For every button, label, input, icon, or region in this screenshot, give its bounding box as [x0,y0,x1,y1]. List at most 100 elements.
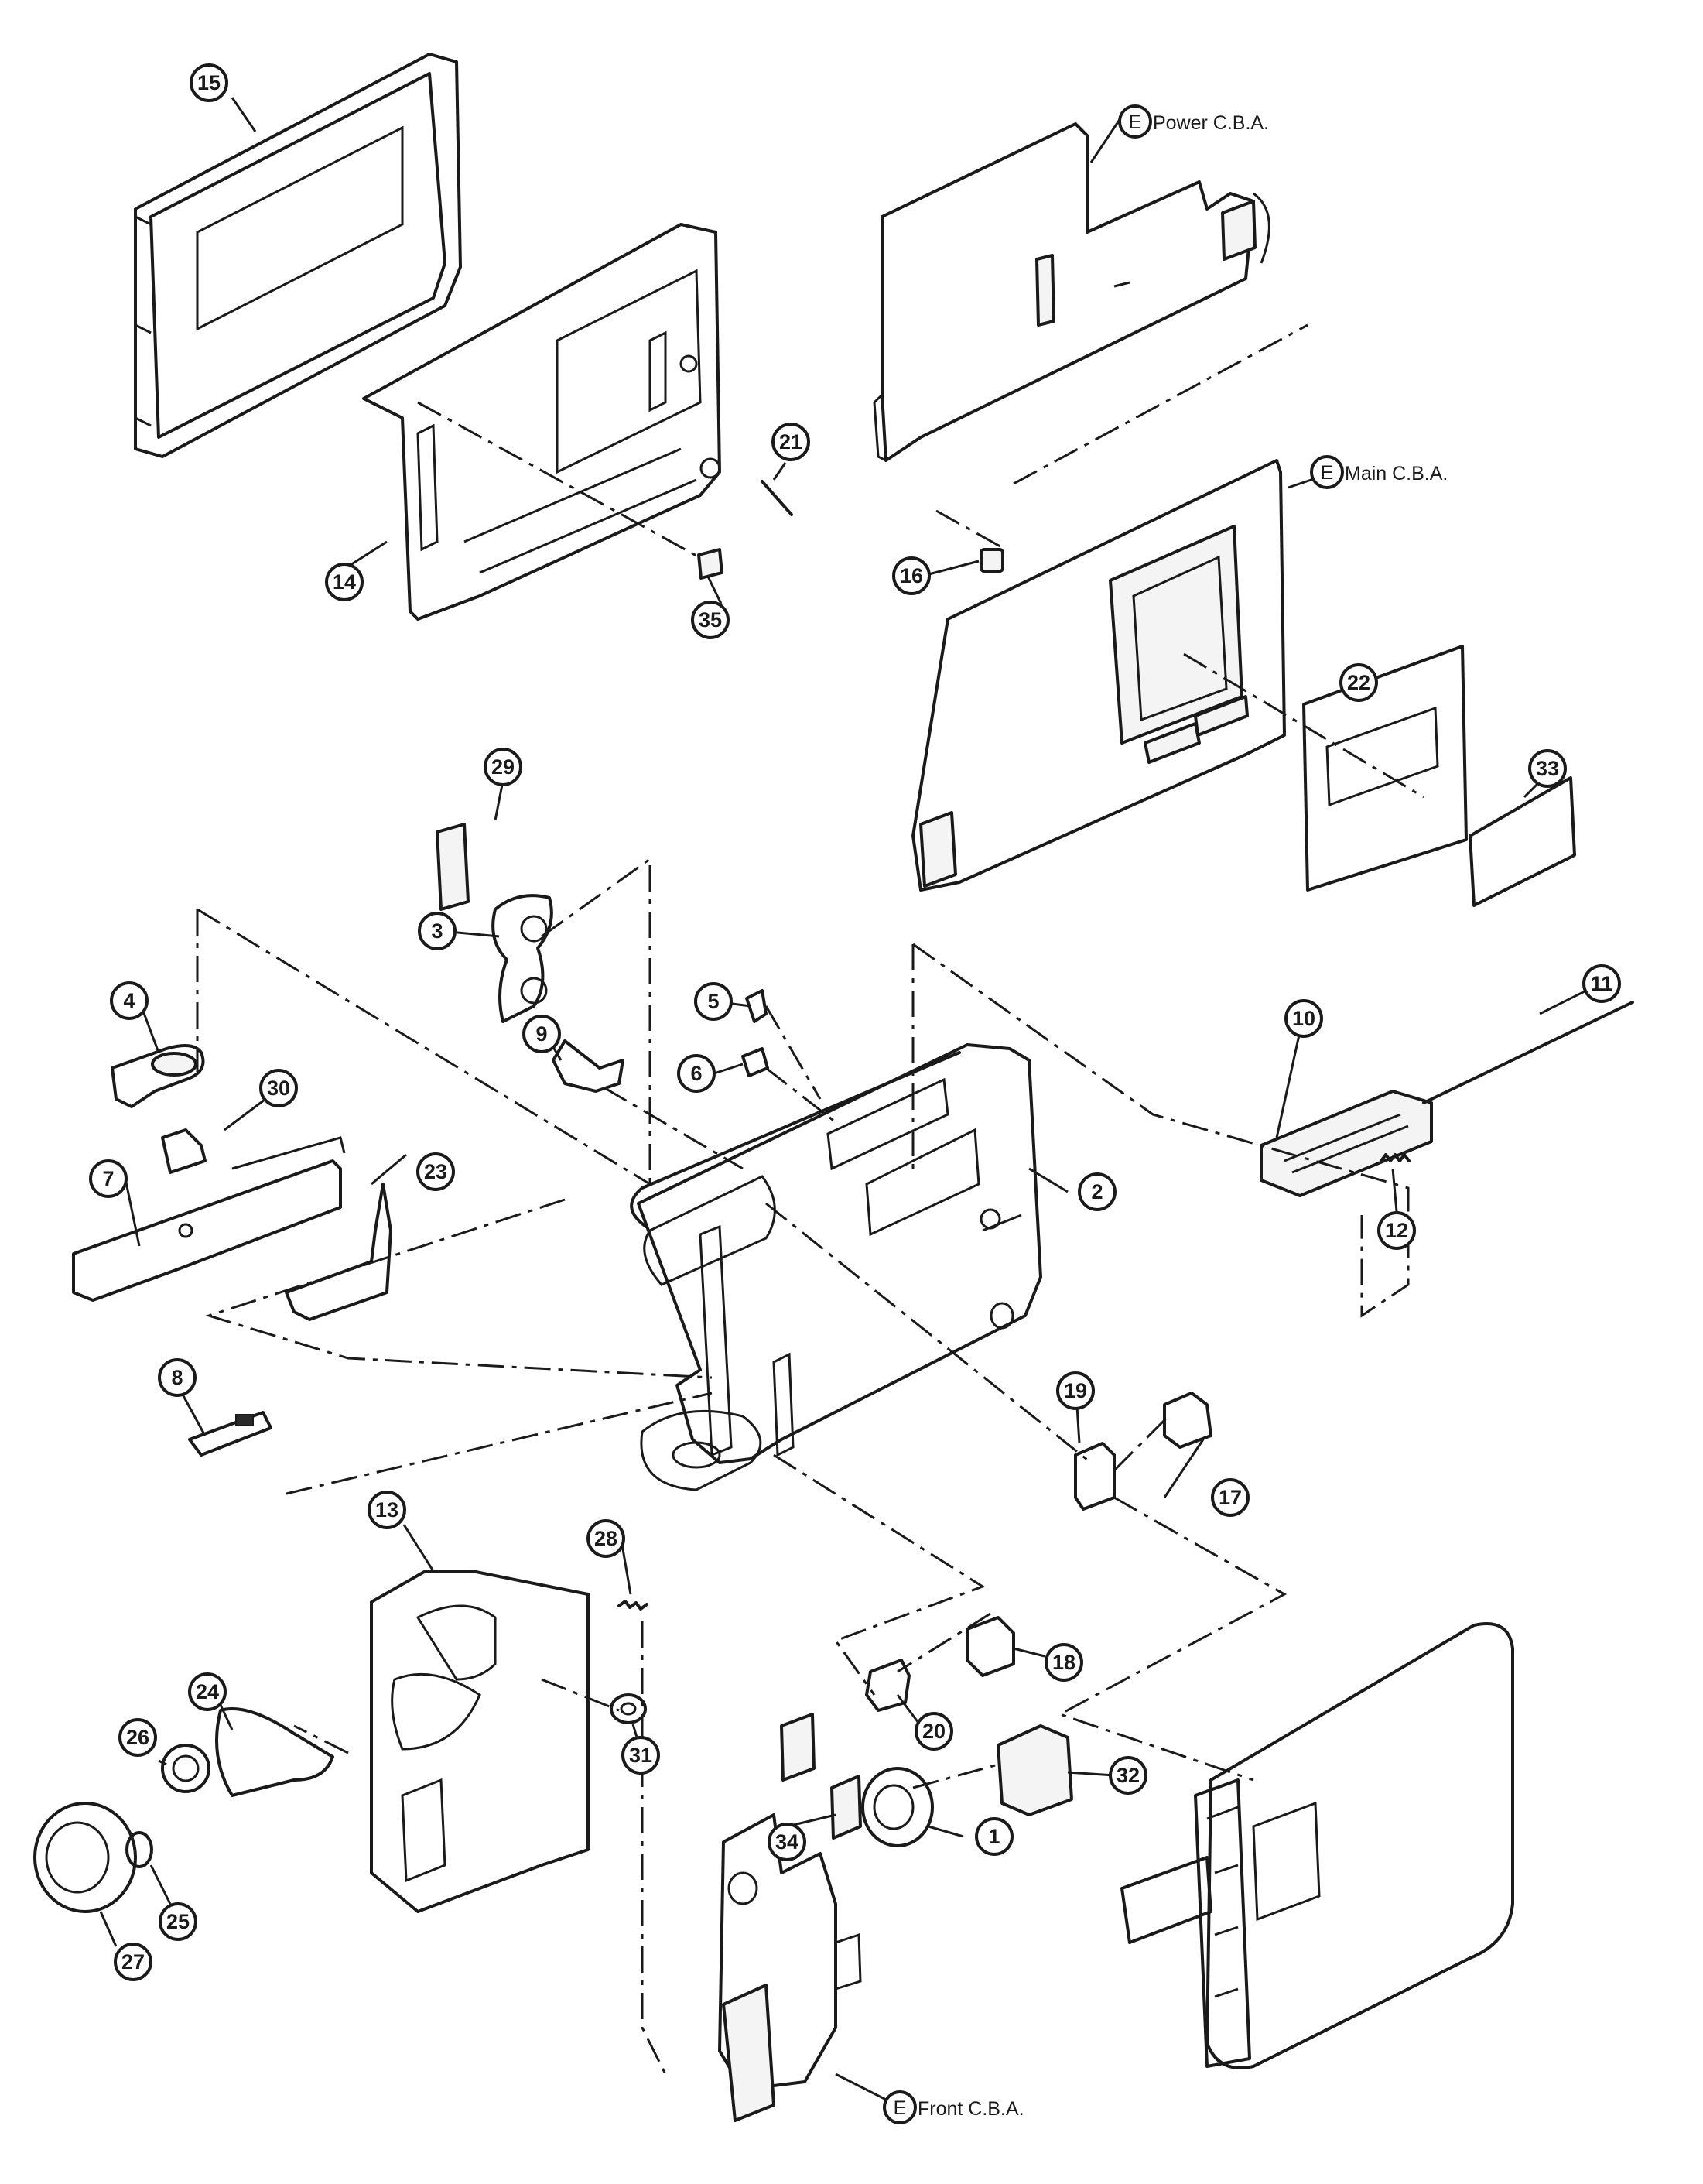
callout-10-label: 10 [1292,1007,1315,1030]
part-rear-housing [1120,1622,1514,2069]
front-board-label: E Front C.B.A. [883,2090,1024,2124]
leader-lines [99,97,1587,2101]
main-board-label: E Main C.B.A. [1310,455,1448,489]
callout-9: 9 [522,1015,561,1053]
callout-9-label: 9 [535,1022,547,1046]
callout-34-label: 34 [775,1830,798,1854]
callout-31: 31 [621,1736,660,1775]
part-ring [125,1831,153,1868]
callout-7: 7 [89,1159,128,1198]
part-rod [1422,1001,1634,1104]
callout-4: 4 [110,981,149,1020]
part-cover [1260,1090,1433,1197]
callout-27-label: 27 [121,1950,145,1973]
callout-22-label: 22 [1347,671,1370,694]
callout-12: 12 [1377,1211,1416,1250]
callout-23: 23 [416,1152,455,1191]
callout-33-label: 33 [1536,757,1559,780]
callout-30: 30 [259,1069,298,1107]
part-lcd-frame [134,53,462,458]
part-clip-6 [741,1047,769,1077]
part-grip-cover [370,1570,590,1913]
callout-30-label: 30 [267,1077,290,1100]
part-pad [697,548,723,580]
callout-15: 15 [190,63,228,102]
callout-22: 22 [1339,663,1378,702]
part-holder-18 [966,1616,1015,1677]
front-board-name: Front C.B.A. [918,2098,1024,2120]
callout-5-label: 5 [707,990,719,1013]
callout-33: 33 [1528,749,1567,788]
part-cone [215,1707,334,1797]
callout-6-label: 6 [690,1062,702,1085]
main-board-name: Main C.B.A. [1345,463,1448,484]
part-spring [1380,1153,1411,1162]
power-board-name: Power C.B.A. [1153,112,1269,134]
callout-15-label: 15 [197,71,221,94]
part-lever [552,1039,624,1093]
callout-24-label: 24 [196,1680,219,1703]
callout-21: 21 [771,423,810,461]
part-clip-5 [745,989,768,1023]
callout-11: 11 [1582,964,1621,1003]
part-holder-19 [1074,1442,1116,1511]
callout-21-label: 21 [779,430,802,454]
callout-17-label: 17 [1219,1486,1242,1509]
power-board-marker: E [1129,111,1142,133]
callout-2: 2 [1078,1172,1117,1211]
callout-32-label: 32 [1117,1764,1140,1787]
part-side-bracket [285,1183,392,1321]
callout-8-label: 8 [171,1366,183,1389]
callout-35: 35 [691,601,730,639]
callout-20-label: 20 [922,1720,946,1743]
callout-35-label: 35 [699,608,722,632]
callout-29: 29 [484,748,522,786]
callout-19-label: 19 [1064,1379,1087,1402]
main-board [911,459,1286,892]
callout-28-label: 28 [594,1527,617,1550]
callout-25-label: 25 [166,1910,190,1933]
callout-8: 8 [158,1358,197,1397]
callout-26-label: 26 [126,1726,149,1749]
front-board [718,1813,862,2122]
callout-14-label: 14 [333,570,356,594]
callout-4-label: 4 [123,989,135,1012]
callout-14: 14 [325,563,364,601]
callout-27: 27 [114,1943,152,1981]
front-board-marker: E [894,2097,907,2119]
part-pad-34 [830,1775,862,1840]
callout-13-label: 13 [375,1498,398,1522]
callout-13: 13 [368,1491,406,1529]
callout-20: 20 [915,1712,953,1751]
part-holder-20 [865,1659,911,1712]
callout-18-label: 18 [1052,1651,1075,1674]
part-block [436,823,470,911]
callout-23-label: 23 [424,1160,447,1183]
part-sheet [1302,645,1468,892]
callout-31-label: 31 [629,1744,652,1767]
part-bracket [491,894,553,1023]
part-holder-17 [1163,1392,1212,1449]
callout-11-label: 11 [1591,972,1613,995]
part-gear [161,1744,210,1793]
part-switch [188,1411,272,1457]
callout-1: 1 [975,1817,1014,1856]
part-main-body [630,1043,1042,1491]
callout-19: 19 [1056,1371,1095,1410]
part-shield-block [997,1724,1073,1816]
callout-3: 3 [418,912,457,950]
callout-25: 25 [159,1902,197,1941]
callout-7-label: 7 [102,1167,114,1190]
part-sheet-small [161,1128,207,1174]
part-small-spring [617,1600,648,1611]
callout-2-label: 2 [1091,1180,1103,1203]
callout-1-label: 1 [988,1825,1000,1848]
callout-32: 32 [1109,1756,1147,1795]
part-long-plate [72,1159,342,1302]
main-board-marker: E [1321,462,1334,484]
power-board-label: E Power C.B.A. [1118,104,1269,139]
callout-26: 26 [118,1718,157,1757]
part-pad-large [1469,776,1576,907]
part-button [111,1044,205,1108]
callout-16: 16 [892,556,931,595]
